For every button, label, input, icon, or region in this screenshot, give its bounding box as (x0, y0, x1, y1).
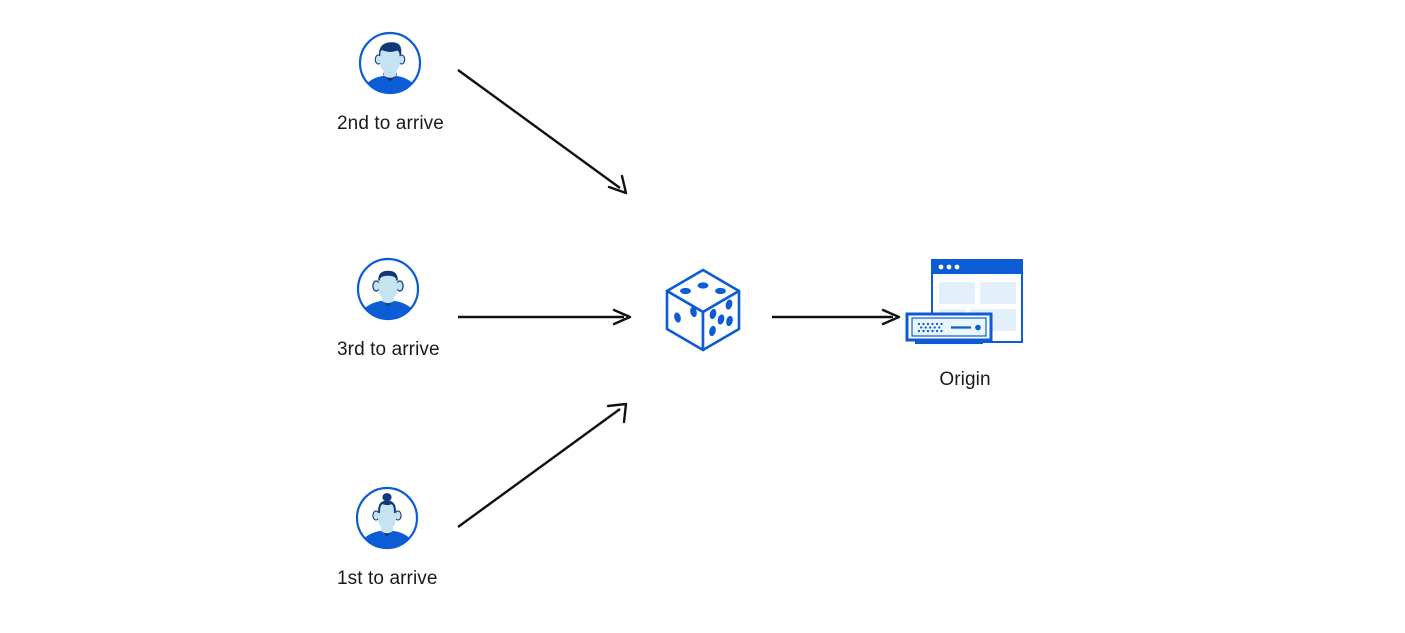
server-appliance-glyph (905, 312, 993, 344)
user-avatar-icon (354, 255, 422, 323)
user-avatar-icon (356, 29, 424, 97)
node-origin[interactable]: Origin (905, 256, 1025, 389)
dice-icon (660, 264, 746, 356)
node-label: 3rd to arrive (337, 339, 440, 360)
arrow-3rd-to-dice (458, 308, 632, 326)
node-visitor-1st[interactable]: 1st to arrive (337, 484, 438, 588)
node-label: Origin (939, 369, 991, 390)
node-randomizer[interactable] (660, 264, 746, 356)
node-label: 2nd to arrive (337, 113, 444, 134)
origin-server-icon (905, 256, 1025, 352)
arrow-1st-to-dice (457, 402, 628, 528)
arrow-dice-to-origin (772, 308, 901, 326)
node-visitor-2nd[interactable]: 2nd to arrive (337, 29, 444, 133)
node-visitor-3rd[interactable]: 3rd to arrive (337, 255, 440, 359)
arrow-2nd-to-dice (457, 69, 628, 195)
node-label: 1st to arrive (337, 568, 438, 589)
user-avatar-icon (353, 484, 421, 552)
